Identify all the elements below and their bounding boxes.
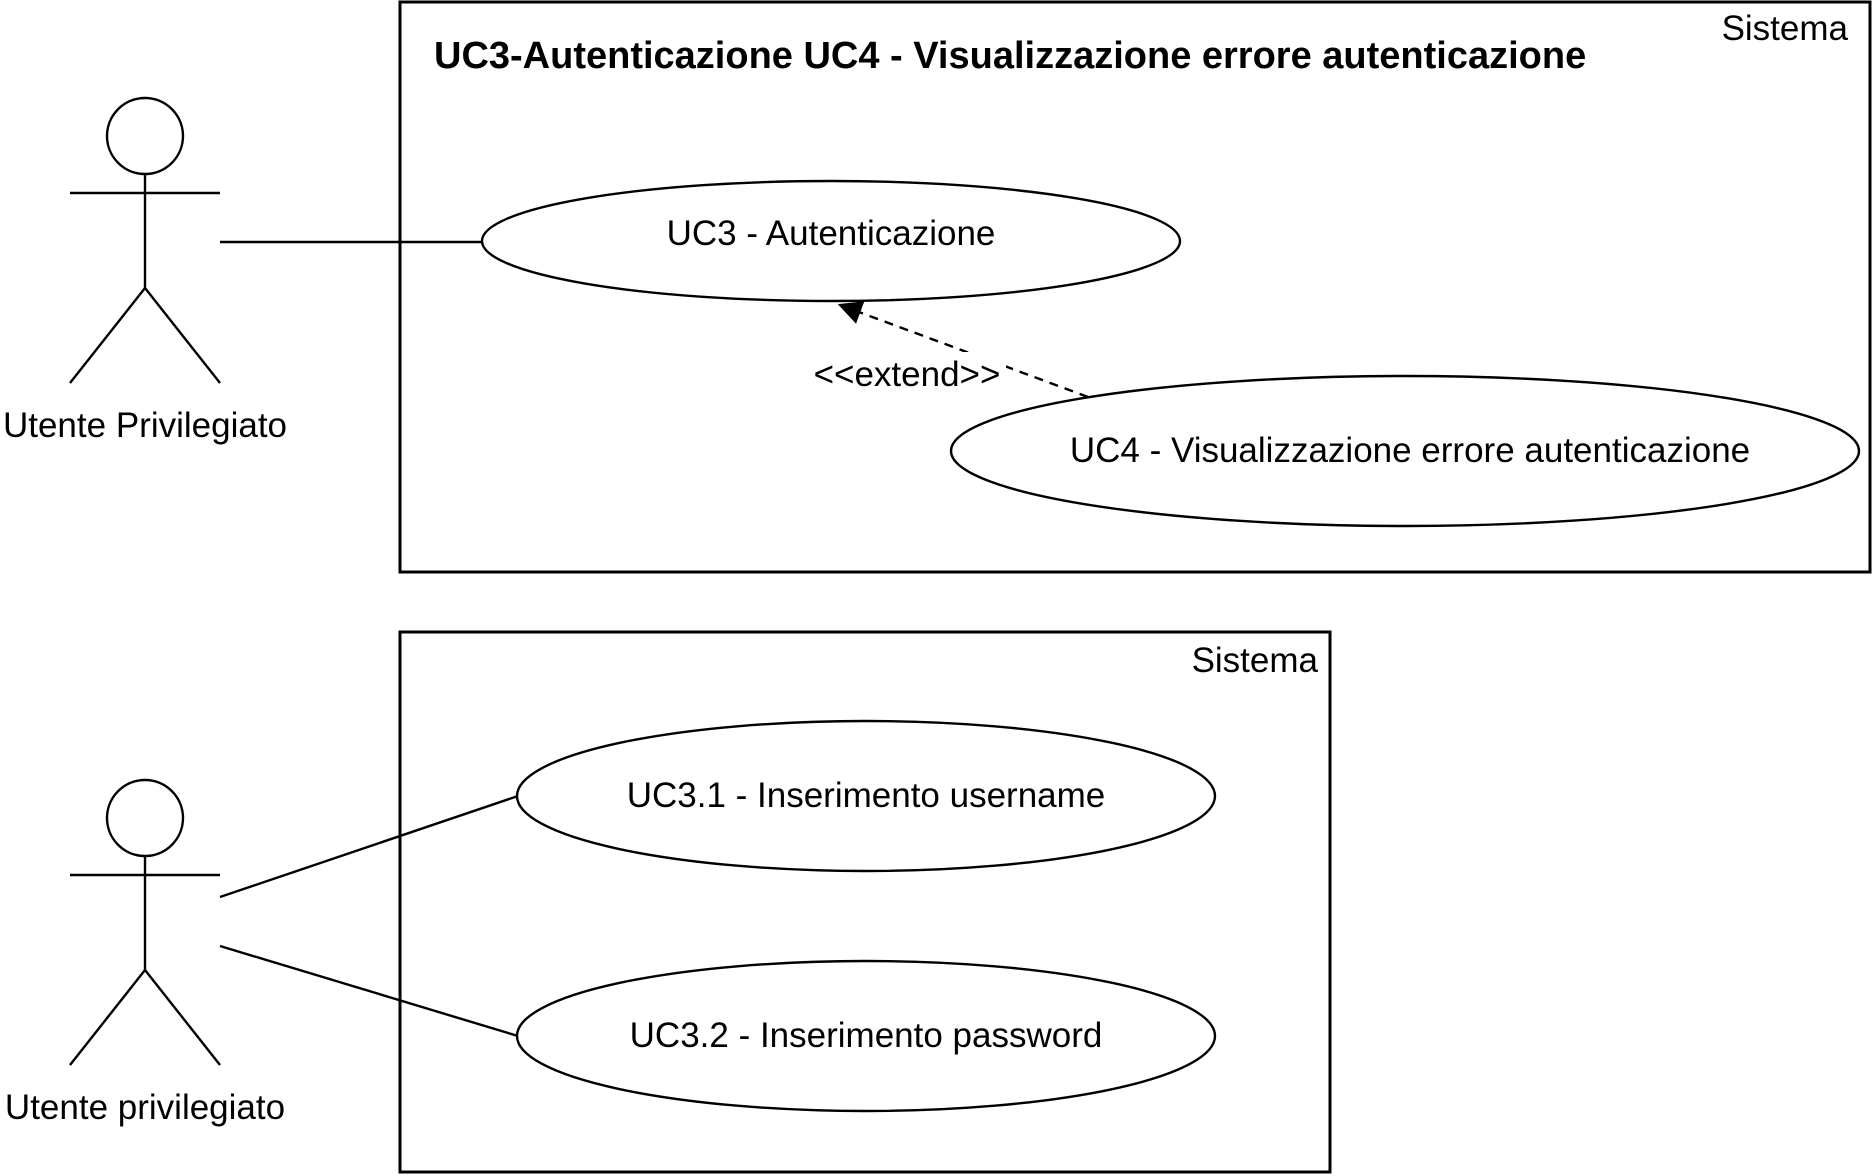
association-line-uc3-1 [219,794,519,899]
system-label-1: Sistema [1722,9,1849,48]
association-line-uc3-2 [219,944,519,1038]
actor-right-leg [144,287,221,384]
system-label-2: Sistema [1192,641,1319,680]
use-case-uc3-1-label: UC3.1 - Inserimento username [627,776,1106,815]
use-case-uc3-1 [515,719,1217,873]
extend-label-bg [808,352,1006,394]
actor-left-leg [69,969,146,1066]
use-case-uc3-2-label: UC3.2 - Inserimento password [630,1016,1103,1055]
diagram-1: Sistema UC3-Autenticazione UC4 - Visuali… [3,0,1872,574]
system-boundary-2 [398,630,1332,1174]
system-boundary-1 [398,0,1872,574]
use-case-uc3-label: UC3 - Autenticazione [667,214,996,253]
actor-left-leg [69,287,146,384]
actor-head [105,778,185,858]
use-case-uc3 [480,179,1182,303]
diagram-2: Sistema Utente privilegiato UC3.1 - Inse… [5,630,1332,1174]
actor-right-leg [144,969,221,1066]
actor-label-2: Utente privilegiato [5,1088,285,1127]
use-case-uc3-2 [515,959,1217,1113]
extend-dependency-arrow [837,301,1089,399]
actor-label-1: Utente Privilegiato [3,406,287,445]
actor-head [105,96,185,176]
use-case-uc4-label: UC4 - Visualizzazione errore autenticazi… [1070,431,1750,470]
actor-utente-privilegiato-1 [69,96,221,384]
extend-label: <<extend>> [814,355,1001,394]
actor-utente-privilegiato-2 [69,778,221,1066]
use-case-uc4 [949,374,1861,528]
diagram-title-1: UC3-Autenticazione UC4 - Visualizzazione… [434,35,1586,77]
